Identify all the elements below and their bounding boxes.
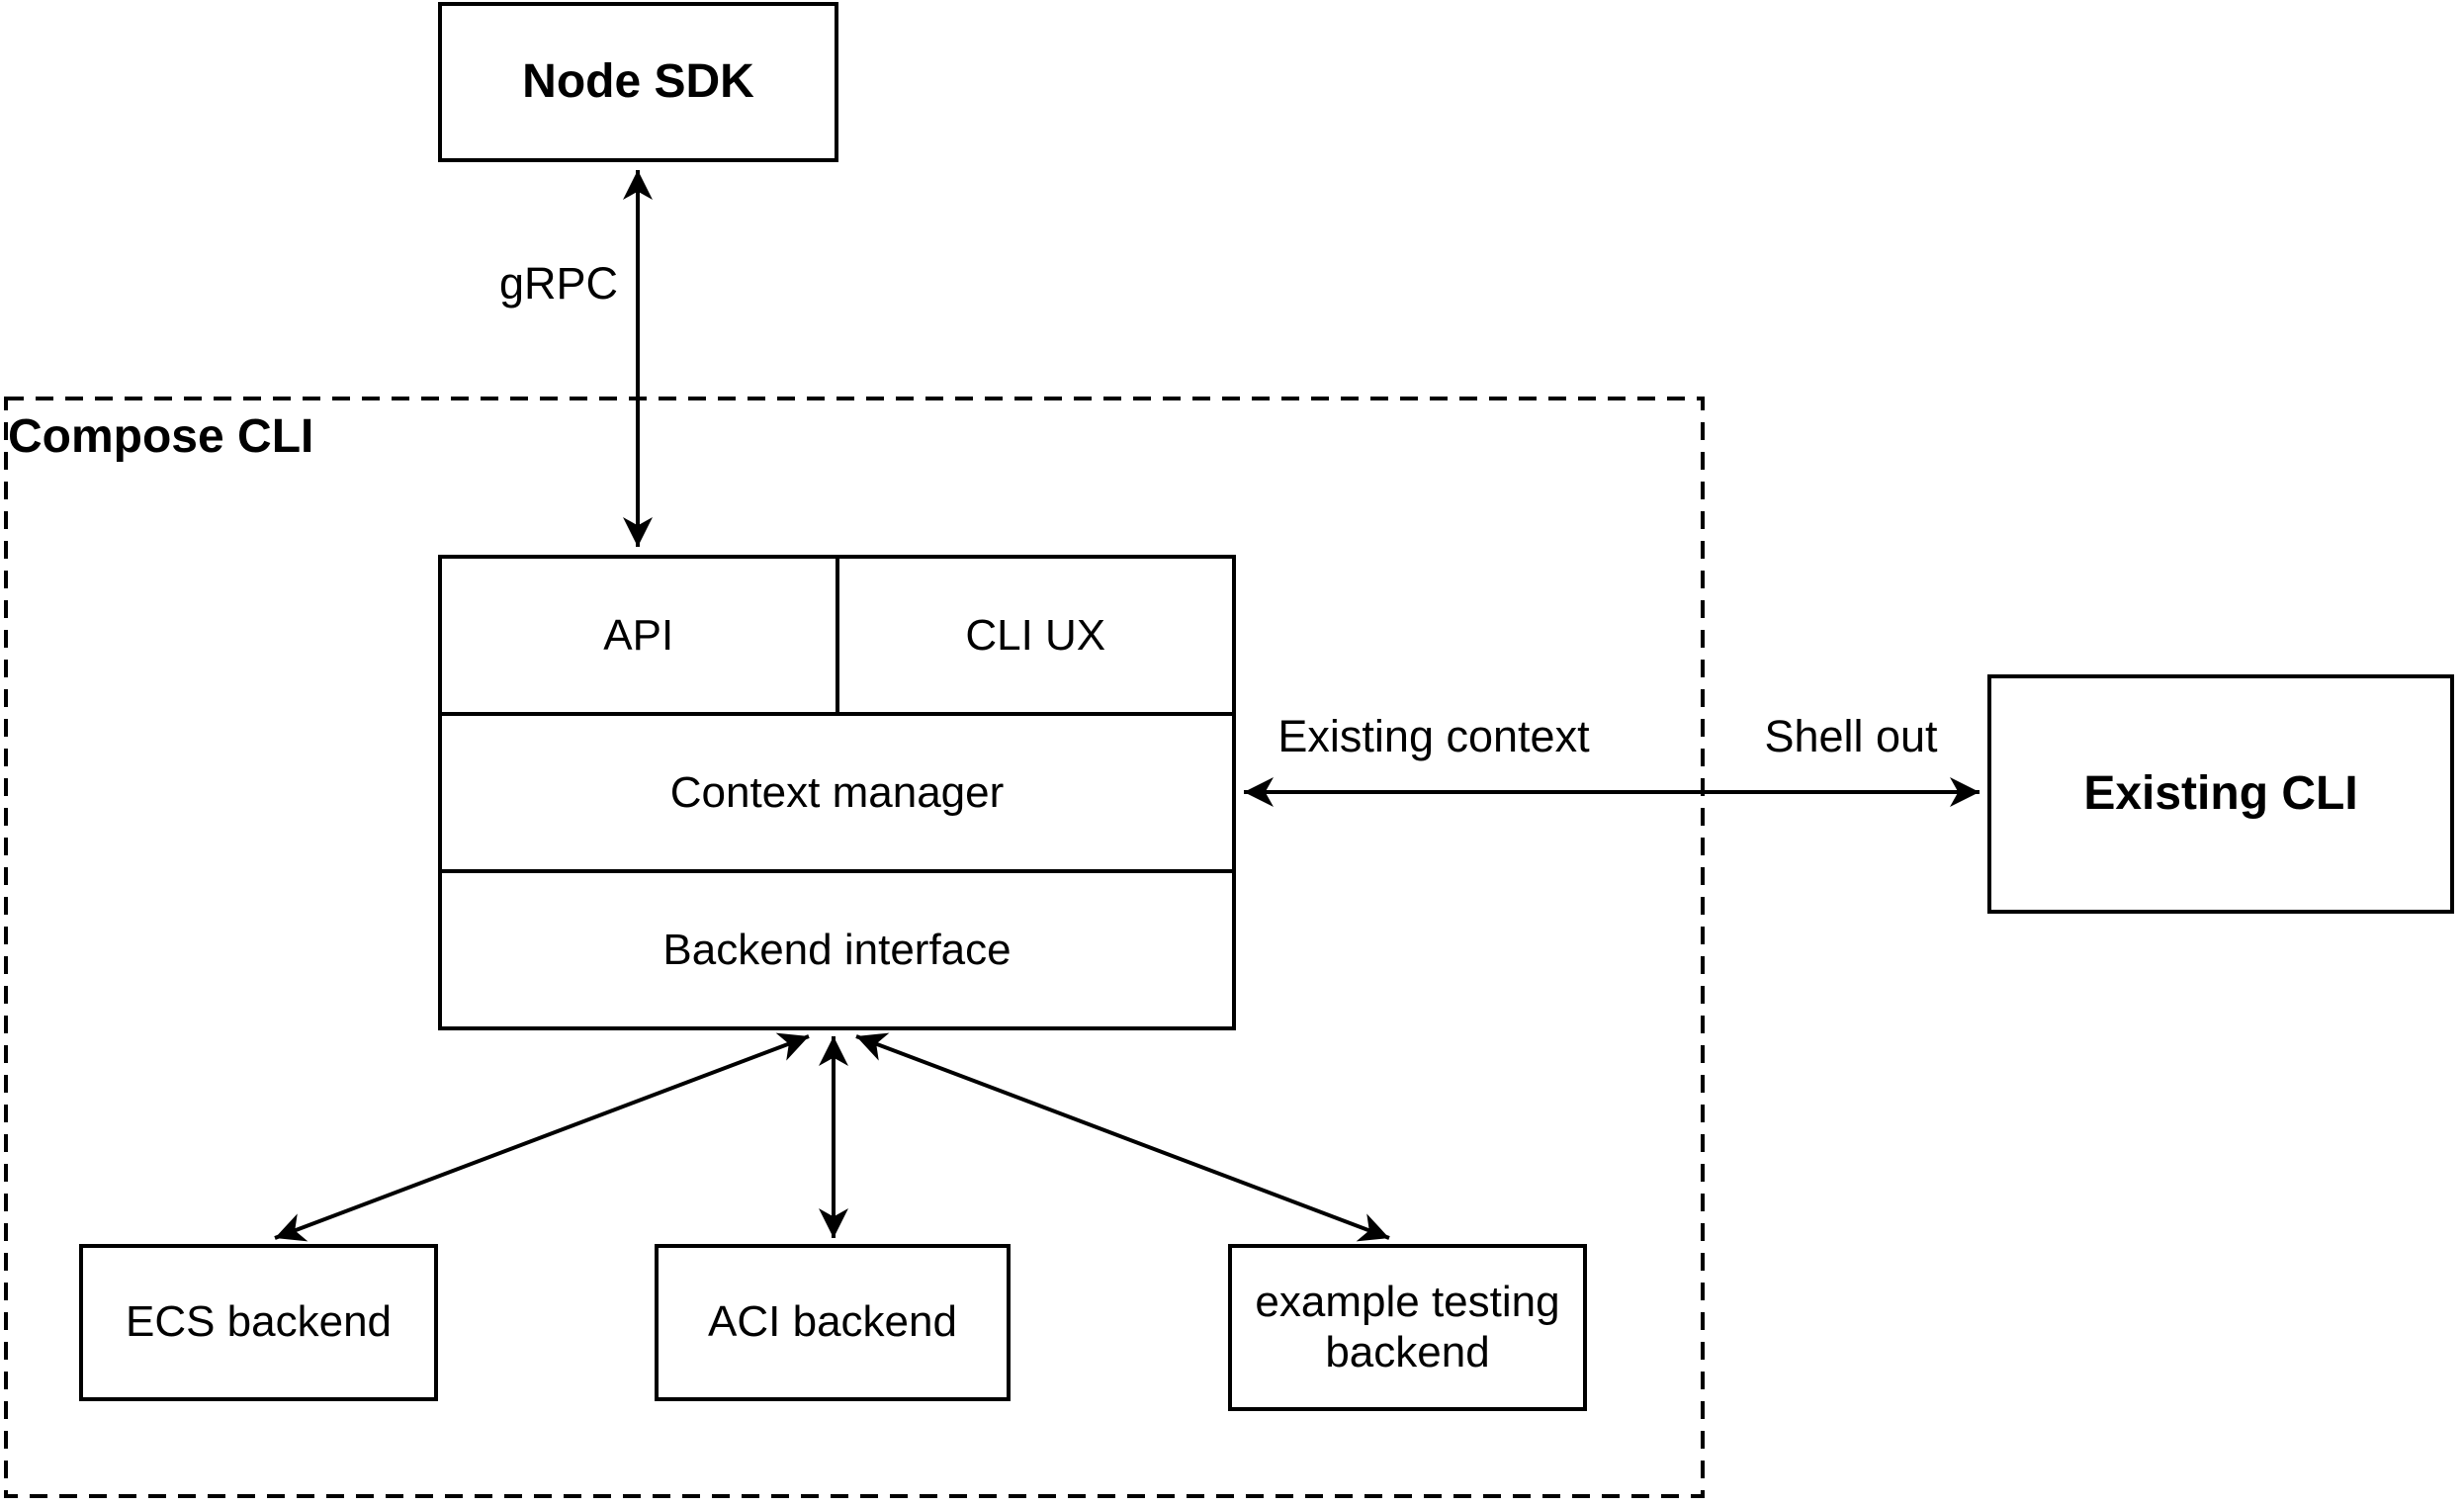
node-sdk-box: Node SDK: [438, 2, 838, 162]
cli-ux-cell: CLI UX: [835, 559, 1233, 712]
compose-cli-stack-box: API CLI UX Context manager Backend inter…: [438, 555, 1236, 1030]
ecs-backend-box: ECS backend: [79, 1244, 438, 1401]
aci-backend-box: ACI backend: [655, 1244, 1011, 1401]
existing-context-edge-label: Existing context: [1277, 711, 1590, 761]
compose-cli-container-label: Compose CLI: [8, 410, 314, 463]
grpc-edge-label: gRPC: [498, 258, 618, 309]
context-manager-cell: Context manager: [442, 712, 1232, 869]
backend-ecs-arrow: [274, 1032, 810, 1242]
stack-top-row: API CLI UX: [442, 559, 1232, 712]
example-testing-backend-box: example testing backend: [1228, 1244, 1587, 1411]
api-cell: API: [603, 610, 674, 660]
backend-example-arrow: [855, 1032, 1390, 1242]
backend-interface-cell: Backend interface: [442, 869, 1232, 1026]
shell-out-edge-label: Shell out: [1764, 711, 1938, 761]
existing-cli-box: Existing CLI: [1987, 674, 2454, 914]
